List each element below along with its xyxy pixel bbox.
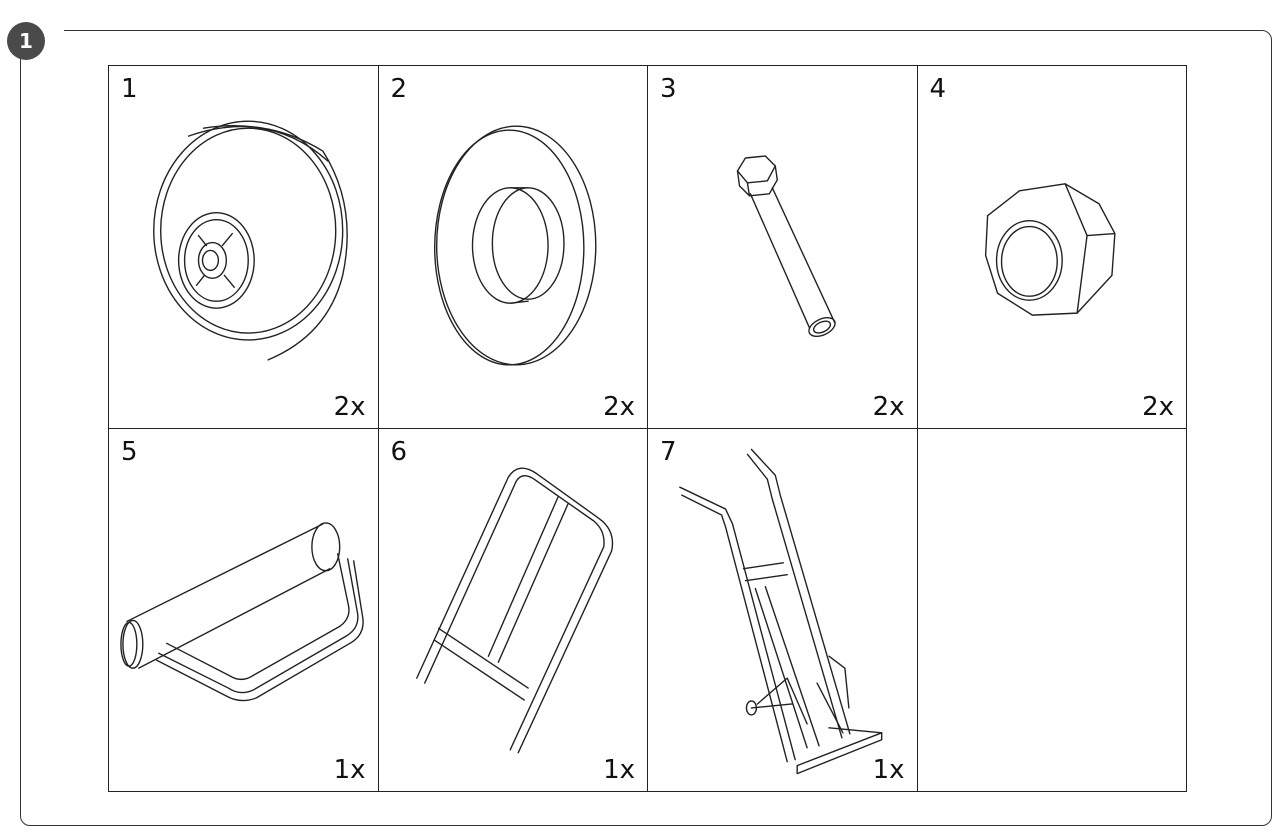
- part-number: 1: [121, 74, 138, 104]
- part-quantity: 1x: [333, 755, 366, 785]
- part-number: 3: [660, 74, 677, 104]
- part-quantity: 2x: [603, 392, 635, 422]
- part-cell-1: 1 2x: [109, 66, 379, 429]
- parts-grid: 1 2x 2 2x 3: [108, 65, 1187, 792]
- nut-icon: [984, 183, 1116, 316]
- part-cell-2: 2 2x: [378, 66, 648, 429]
- part-quantity: 1x: [872, 755, 905, 785]
- part-quantity: 2x: [872, 392, 905, 422]
- part-number: 2: [390, 74, 408, 104]
- part-number: 4: [929, 74, 947, 104]
- empty-cell: [917, 429, 1187, 792]
- part-cell-6: 6 1x: [378, 429, 648, 792]
- part-number: 5: [121, 437, 138, 467]
- part-cell-5: 5 1x: [109, 429, 379, 792]
- step-number-badge: 1: [7, 22, 45, 60]
- hand-truck-icon: [679, 448, 883, 775]
- part-number: 7: [660, 437, 677, 467]
- wheel-icon: [153, 120, 348, 361]
- bolt-icon: [736, 155, 836, 338]
- washer-icon: [433, 125, 596, 366]
- frame-icon: [415, 467, 613, 754]
- part-cell-7: 7 1x: [648, 429, 918, 792]
- part-number: 6: [390, 437, 408, 467]
- part-quantity: 1x: [603, 755, 635, 785]
- handle-bracket-icon: [120, 522, 364, 702]
- step-frame: [20, 30, 1272, 826]
- part-cell-4: 4 2x: [917, 66, 1187, 429]
- part-cell-3: 3 2x: [648, 66, 918, 429]
- part-quantity: 2x: [1142, 392, 1174, 422]
- part-quantity: 2x: [333, 392, 366, 422]
